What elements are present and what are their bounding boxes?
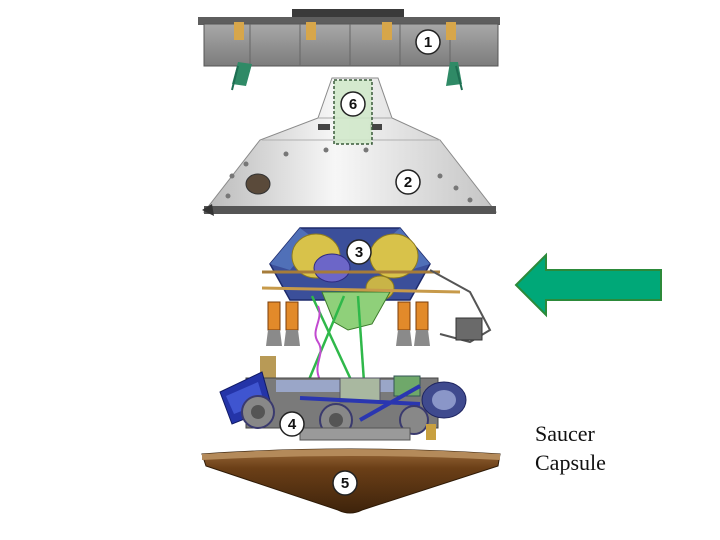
cruise-stage <box>198 9 500 91</box>
badge-parachute-housing: 6 <box>340 91 366 117</box>
badge-number: 4 <box>288 416 297 433</box>
badge-backshell: 2 <box>395 169 421 195</box>
badge-number: 1 <box>424 34 432 51</box>
badge-rover: 4 <box>279 411 305 437</box>
caption-line-saucer: Saucer <box>535 421 595 446</box>
badge-number: 3 <box>355 244 363 261</box>
badge-descent-stage: 3 <box>346 239 372 265</box>
caption-line-capsule: Capsule <box>535 450 606 475</box>
badge-heat-shield: 5 <box>332 470 358 496</box>
left-arrow-icon <box>514 252 662 318</box>
backshell <box>202 77 498 216</box>
badge-number: 2 <box>404 174 412 191</box>
badge-circle <box>332 470 358 496</box>
badge-cruise-stage: 1 <box>415 29 441 55</box>
badge-circle <box>340 91 366 117</box>
badge-number: 5 <box>341 475 349 492</box>
descent-stage <box>261 227 492 383</box>
badge-circle <box>395 169 421 195</box>
badge-circle <box>415 29 441 55</box>
badge-number: 6 <box>349 96 357 113</box>
badge-circle <box>346 239 372 265</box>
rover <box>219 356 467 441</box>
badge-circle <box>279 411 305 437</box>
